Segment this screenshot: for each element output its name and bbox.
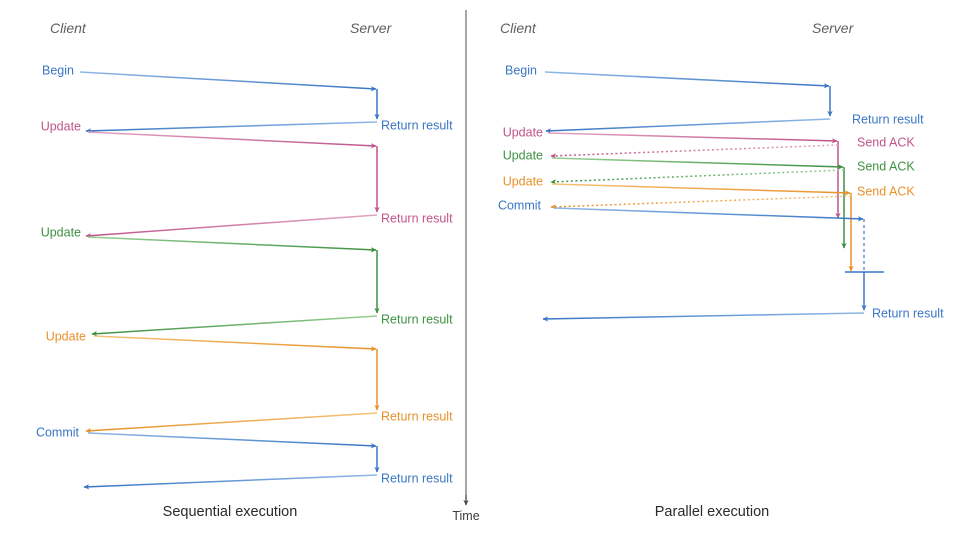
panel-parallel [542, 71, 884, 322]
message-response-commit [83, 474, 378, 490]
message-ack-update-1 [550, 144, 839, 159]
parallel-server-label-4: Return result [872, 306, 944, 320]
message-request-commit [87, 432, 377, 449]
parallel-server-label-1: Send ACK [857, 135, 915, 149]
sequential-client-label-4: Commit [36, 425, 80, 439]
exchange-sequential-commit [83, 432, 380, 490]
message-request-update-3 [551, 183, 851, 196]
exchange-parallel-commit [542, 207, 884, 322]
message-request-update-3 [93, 335, 377, 352]
parallel-server-header: Server [812, 20, 855, 36]
parallel-client-label-1: Update [503, 125, 543, 139]
message-response-begin [545, 118, 831, 134]
parallel-client-label-4: Commit [498, 198, 542, 212]
exchange-sequential-update-2 [87, 236, 380, 337]
sequential-server-header: Server [350, 20, 393, 36]
message-response-update-3 [85, 412, 378, 434]
exchange-sequential-update-3 [85, 335, 380, 434]
message-response-commit [542, 312, 865, 322]
panel-caption-parallel: Parallel execution [655, 504, 769, 520]
sequential-client-label-3: Update [46, 329, 86, 343]
parallel-client-label-0: Begin [505, 63, 537, 77]
exchange-sequential-begin [79, 71, 380, 134]
parallel-client-header: Client [500, 20, 537, 36]
sequential-server-label-0: Return result [381, 118, 453, 132]
message-response-update-2 [91, 315, 378, 337]
message-request-update-2 [87, 236, 377, 253]
panel-sequential [79, 71, 380, 490]
sequential-server-label-1: Return result [381, 211, 453, 225]
panel-caption-sequential: Sequential execution [163, 504, 298, 520]
message-ack-update-3 [550, 195, 852, 210]
message-request-begin [544, 71, 830, 89]
sequential-server-label-2: Return result [381, 312, 453, 326]
sequential-client-label-2: Update [41, 225, 81, 239]
message-request-update-1 [87, 131, 377, 149]
message-response-begin [85, 121, 378, 134]
time-axis-label: Time [452, 509, 479, 523]
sequential-server-label-3: Return result [381, 409, 453, 423]
exchange-sequential-update-1 [85, 131, 380, 239]
message-request-update-1 [547, 132, 838, 144]
sequential-client-label-1: Update [41, 119, 81, 133]
exchange-parallel-update-1 [547, 132, 841, 219]
message-request-commit [553, 207, 864, 222]
sequential-client-label-0: Begin [42, 63, 74, 77]
exchange-parallel-begin [544, 71, 833, 134]
parallel-server-label-2: Send ACK [857, 159, 915, 173]
parallel-client-label-2: Update [503, 148, 543, 162]
message-request-begin [79, 71, 377, 92]
parallel-server-label-0: Return result [852, 112, 924, 126]
exchange-parallel-update-2 [550, 157, 847, 249]
exchange-parallel-update-3 [550, 183, 854, 272]
sequential-client-header: Client [50, 20, 87, 36]
message-ack-update-2 [550, 169, 845, 185]
message-request-update-2 [551, 157, 844, 170]
message-response-update-1 [85, 214, 378, 239]
parallel-server-label-3: Send ACK [857, 184, 915, 198]
sequential-server-label-4: Return result [381, 471, 453, 485]
parallel-client-label-3: Update [503, 174, 543, 188]
